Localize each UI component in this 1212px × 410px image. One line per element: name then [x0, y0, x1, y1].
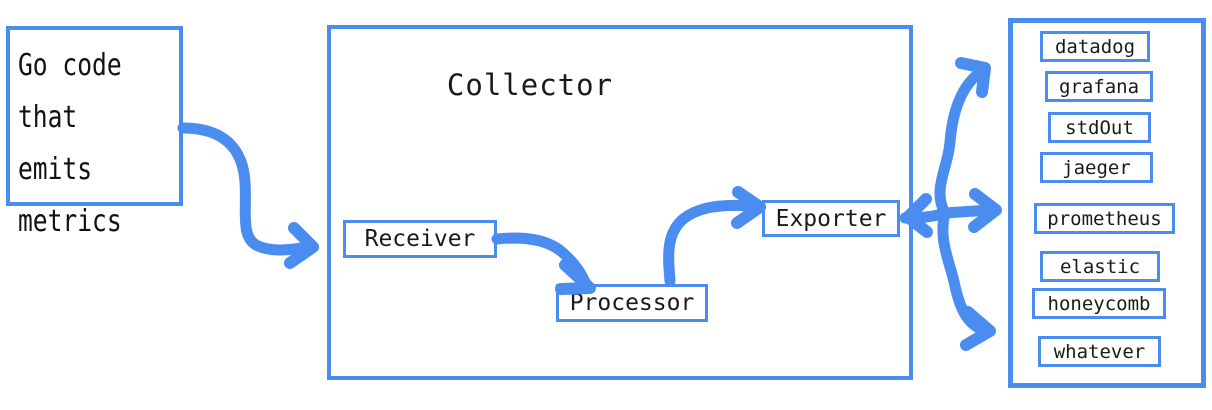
- backend-item-datadog: datadog: [1040, 31, 1150, 62]
- backend-item-prometheus: prometheus: [1034, 203, 1175, 234]
- processor-box: Processor: [556, 284, 708, 322]
- backend-item-whatever: whatever: [1038, 336, 1161, 367]
- arrow-fanout-mid: [939, 204, 996, 219]
- collector-title: Collector: [446, 68, 614, 102]
- arrow-fanout-down-head: [960, 306, 996, 351]
- arrow-fanout-mid-head: [968, 188, 1002, 233]
- backend-item-stdOut: stdOut: [1048, 112, 1151, 143]
- backend-item-elastic: elastic: [1040, 251, 1160, 282]
- backend-item-grafana: grafana: [1045, 71, 1153, 102]
- source-box: Go code that emits metrics: [6, 26, 183, 239]
- receiver-box: Receiver: [343, 220, 497, 258]
- arrow-source-to-receiver: [177, 122, 308, 256]
- arrow-fanout-up-head: [955, 57, 991, 98]
- arrow-source-to-receiver-head: [284, 222, 319, 269]
- arrow-fanout-up: [934, 68, 984, 219]
- backend-item-honeycomb: honeycomb: [1032, 288, 1166, 319]
- exporter-box: Exporter: [762, 200, 900, 237]
- source-label: Go code that emits metrics: [18, 48, 122, 239]
- backend-item-jaeger: jaeger: [1040, 152, 1153, 183]
- arrow-fanout-down: [937, 207, 988, 336]
